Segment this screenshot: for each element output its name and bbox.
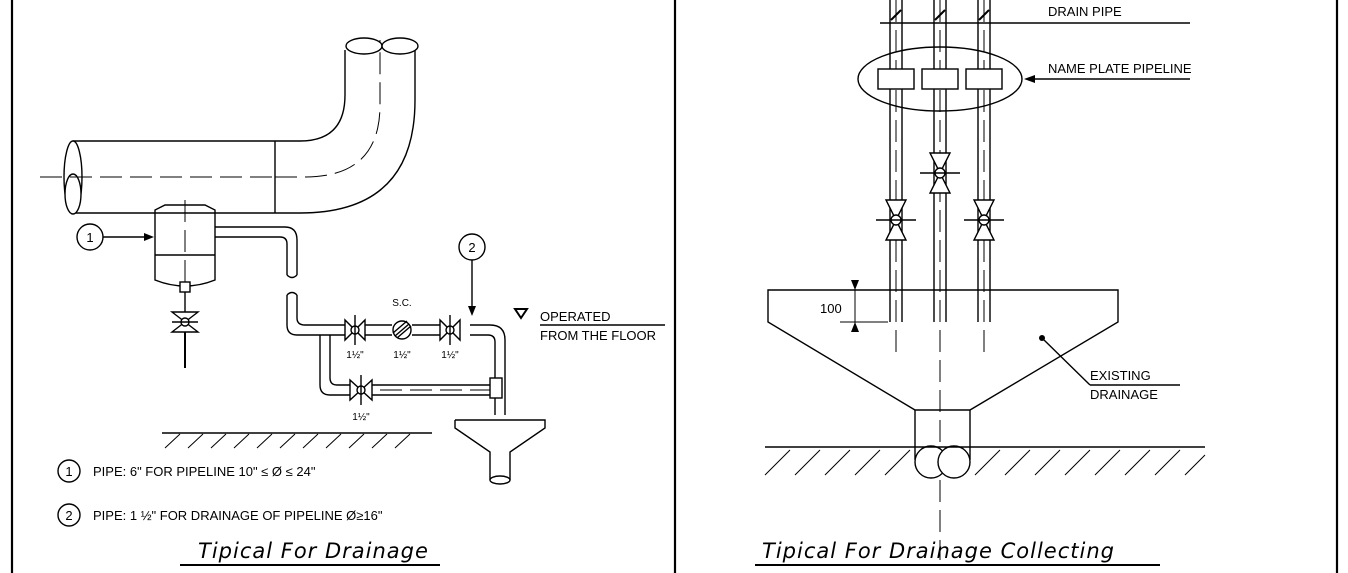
note-2-number: 2 [65, 508, 72, 523]
left-title: Tipical For Drainage [198, 539, 429, 563]
drainage-label: DRAINAGE [1090, 387, 1158, 402]
operated-label: OPERATED [540, 309, 611, 324]
note-1: 1 PIPE: 6" FOR PIPELINE 10" ≤ Ø ≤ 24" [57, 459, 316, 483]
name-plate-label: NAME PLATE PIPELINE [1048, 61, 1192, 76]
operated-callout: OPERATED FROM THE FLOOR [513, 308, 665, 343]
operated-floor-label: FROM THE FLOOR [540, 328, 656, 343]
note-2-text: PIPE: 1 ½" FOR DRAINAGE OF PIPELINE Ø≥16… [93, 508, 383, 523]
size-label-2: 1½" [393, 350, 411, 361]
right-title: Tipical For Drainage Collecting [762, 539, 1115, 563]
sc-label: S.C. [392, 298, 411, 309]
balloon-1-label: 1 [86, 230, 93, 245]
dimension-label: 100 [820, 301, 842, 316]
drainage-line-assembly [286, 291, 506, 415]
balloon-2-callout: 2 [458, 233, 486, 316]
name-plates [857, 46, 1023, 112]
name-plate-callout: NAME PLATE PIPELINE [1024, 61, 1192, 83]
main-pipeline [40, 140, 276, 215]
drain-funnel [454, 419, 546, 485]
left-floor-line [162, 432, 432, 449]
size-label-1: 1½" [346, 350, 364, 361]
existing-label: EXISTING [1090, 368, 1151, 383]
sight-check [392, 320, 412, 340]
balloon-1-callout: 1 [76, 223, 154, 251]
drain-pot [154, 200, 298, 368]
valve-3 [349, 375, 373, 405]
note-1-text: PIPE: 6" FOR PIPELINE 10" ≤ Ø ≤ 24" [93, 464, 316, 479]
valve-2 [439, 315, 461, 345]
drainage-basin [767, 289, 1180, 479]
note-2: 2 PIPE: 1 ½" FOR DRAINAGE OF PIPELINE Ø≥… [57, 503, 383, 527]
pipe-elbow [275, 37, 419, 214]
balloon-2-label: 2 [468, 240, 475, 255]
right-ground-line [764, 446, 1206, 476]
right-valves [876, 152, 1004, 241]
size-label-3: 1½" [441, 350, 459, 361]
valve-1 [344, 315, 366, 345]
size-label-4: 1½" [352, 412, 370, 423]
dimension-100: 100 [820, 280, 888, 332]
note-1-number: 1 [65, 464, 72, 479]
drain-pipe-label: DRAIN PIPE [1048, 4, 1122, 19]
drain-pipe-callout: DRAIN PIPE [880, 4, 1190, 24]
